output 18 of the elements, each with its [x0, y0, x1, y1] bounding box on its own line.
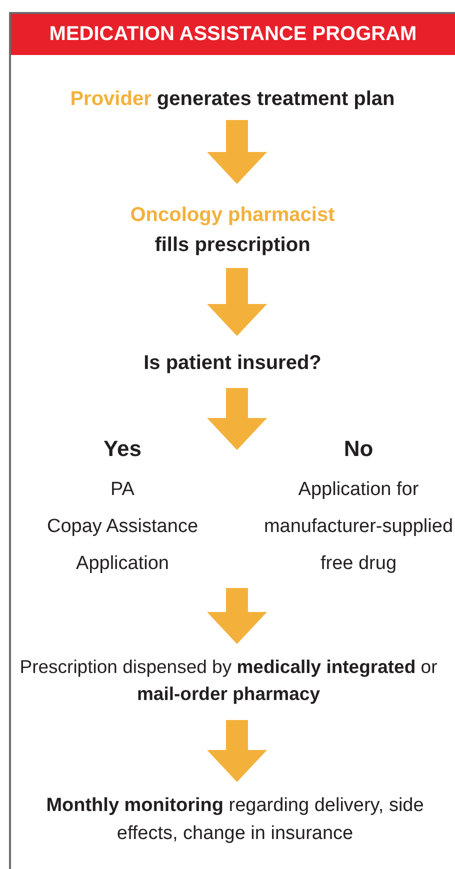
option-heading: No — [342, 435, 374, 463]
down-arrow — [207, 268, 267, 336]
down-arrow — [207, 120, 267, 184]
actor-label: Provider — [70, 88, 152, 110]
step-text: generates treatment plan — [156, 88, 395, 110]
option-heading: Yes — [102, 435, 142, 463]
question-text: Is patient insured? — [142, 351, 322, 376]
down-arrow — [207, 588, 267, 644]
title-banner: MEDICATION ASSISTANCE PROGRAM — [11, 14, 455, 55]
down-arrow — [207, 720, 267, 782]
step-text: fills prescription — [154, 233, 312, 258]
step-text: Monthly monitoring regarding delivery, side effects, change in insurance — [20, 782, 450, 862]
actor-label: Oncology pharmacist — [129, 203, 336, 228]
option-text: Application for manufacturer-supplied free drug — [262, 478, 454, 576]
step-text: Prescription dispensed by medically integrated or mail-order pharmacy — [2, 644, 455, 720]
down-arrow — [207, 388, 267, 450]
option-text: Copay Assistance Application — [46, 514, 200, 576]
option-text: PA — [110, 478, 136, 502]
